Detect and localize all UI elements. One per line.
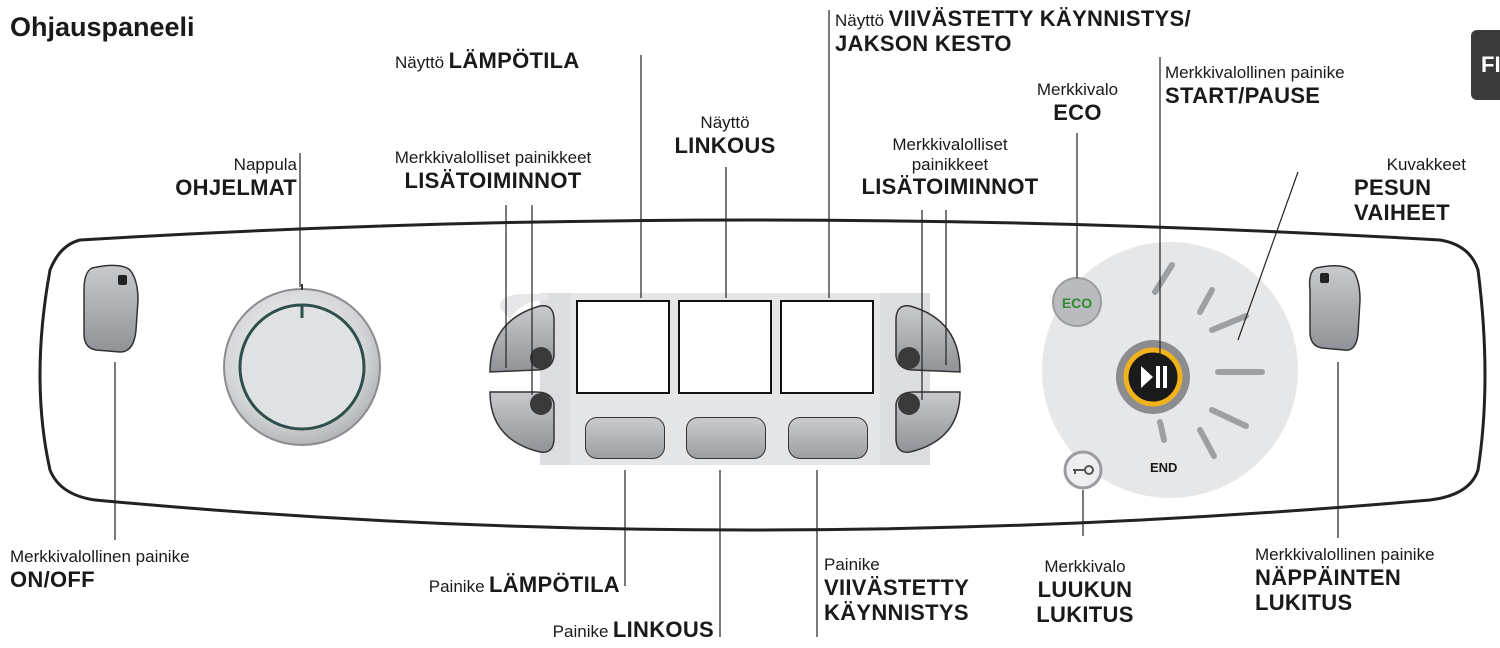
display-temperature xyxy=(576,300,670,394)
start-pause-button xyxy=(1116,340,1190,414)
eco-text: ECO xyxy=(1062,295,1092,311)
label-knob: Nappula OHJELMAT xyxy=(175,155,297,200)
label-display-temperature: Näyttö LÄMPÖTILA xyxy=(395,48,580,73)
label-start-pause: Merkkivalollinen painike START/PAUSE xyxy=(1165,63,1345,108)
label-button-temperature: Painike LÄMPÖTILA xyxy=(428,572,620,597)
page-title: Ohjauspaneeli xyxy=(10,12,195,42)
label-display-spin: Näyttö LINKOUS xyxy=(674,113,776,158)
temperature-button[interactable] xyxy=(585,417,665,459)
label-wash-phases: Kuvakkeet PESUN VAIHEET xyxy=(1354,155,1466,225)
panel-outline xyxy=(38,218,1487,532)
label-key-lock: Merkkivalollinen painike NÄPPÄINTEN LUKI… xyxy=(1255,545,1435,615)
label-options-right: Merkkivalolliset painikkeet LISÄTOIMINNO… xyxy=(861,135,1039,200)
options-right-buttons xyxy=(895,305,961,453)
label-options-left: Merkkivalolliset painikkeet LISÄTOIMINNO… xyxy=(394,148,592,193)
display-spin xyxy=(678,300,772,394)
label-eco: Merkkivalo ECO xyxy=(1036,80,1119,125)
spin-button[interactable] xyxy=(686,417,766,459)
leader-lines xyxy=(114,10,1339,637)
label-on-off: Merkkivalollinen painike ON/OFF xyxy=(10,547,190,592)
language-tab: FI xyxy=(1471,30,1500,100)
key-lock-button xyxy=(1308,265,1361,351)
phase-ticks xyxy=(1157,287,1265,459)
label-button-spin: Painike LINKOUS xyxy=(552,617,714,642)
door-lock-indicator xyxy=(1063,450,1103,490)
label-button-delay: Painike VIIVÄSTETTY KÄYNNISTYS xyxy=(824,555,970,625)
end-text: END xyxy=(1150,460,1177,475)
program-knob xyxy=(223,284,381,446)
display-delay xyxy=(780,300,874,394)
label-display-delay: Näyttö VIIVÄSTETTY KÄYNNISTYS/ JAKSON KE… xyxy=(835,6,1191,57)
label-door-lock: Merkkivalo LUUKUN LUKITUS xyxy=(1036,557,1134,627)
on-off-button xyxy=(83,264,139,353)
delay-button[interactable] xyxy=(788,417,868,459)
